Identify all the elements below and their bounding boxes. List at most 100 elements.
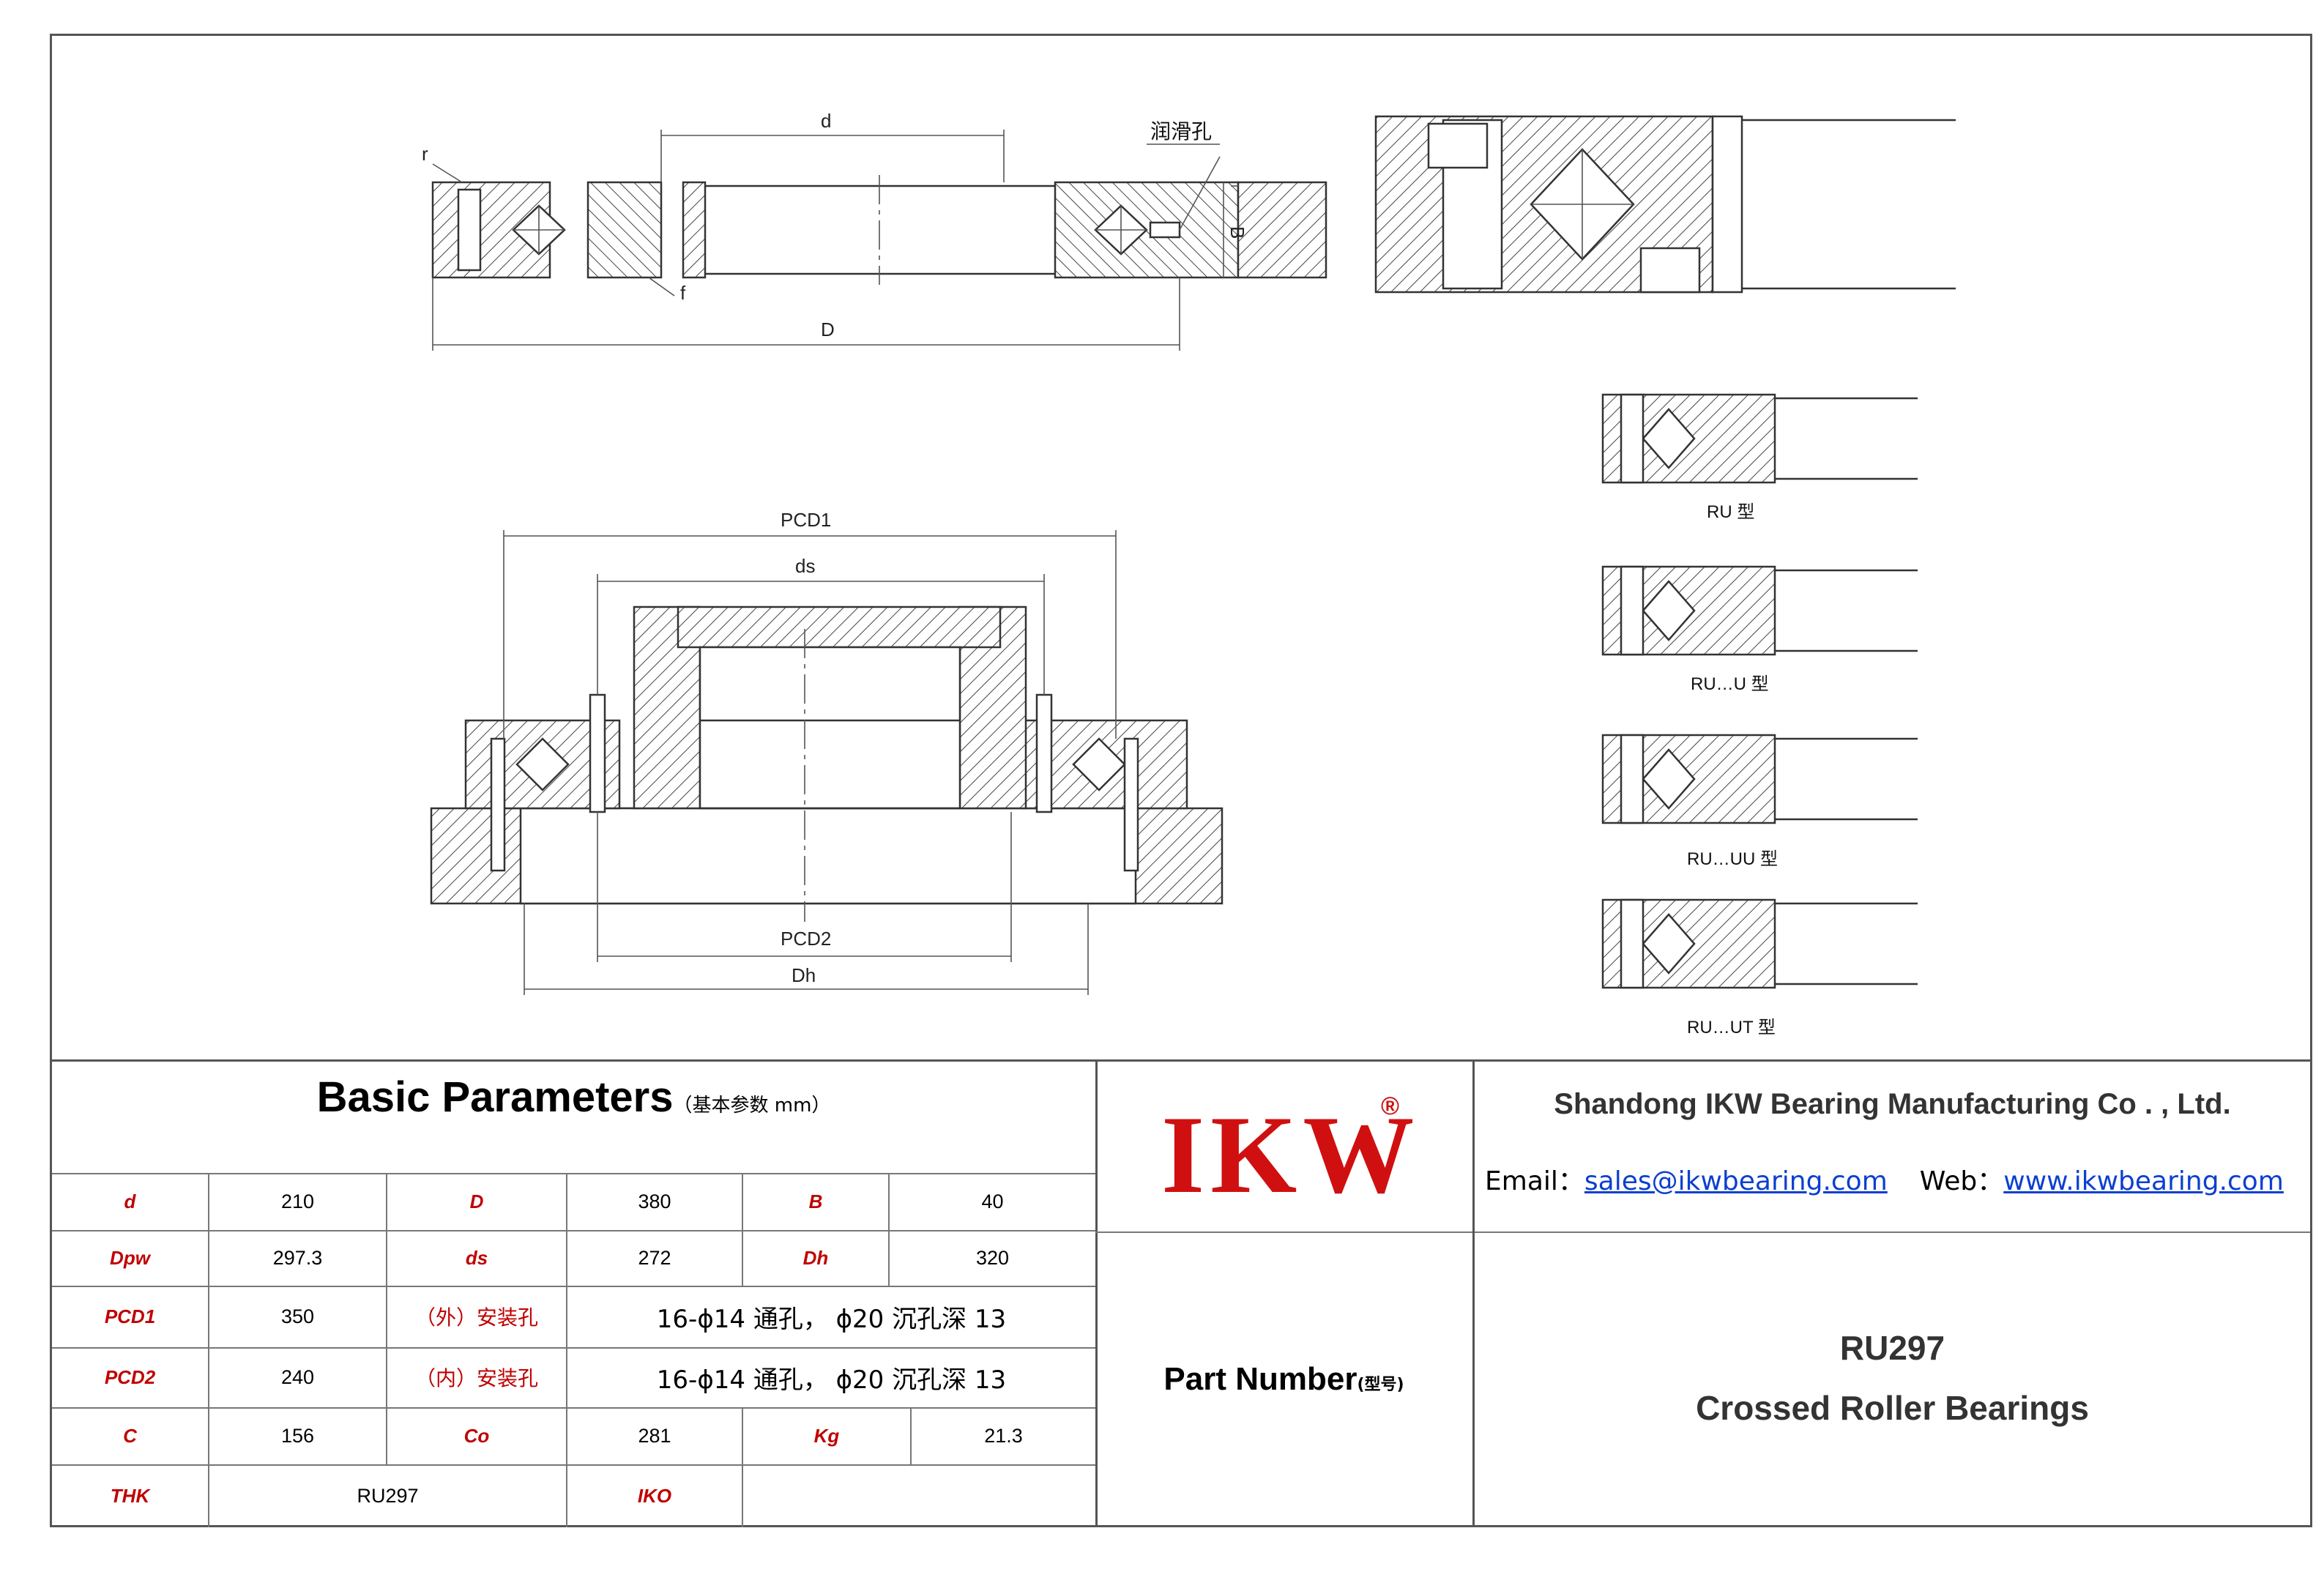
mounting-hole-label: （外）安装孔 [414,1305,538,1330]
param-cell: Co [387,1407,567,1464]
param-cell: 21.3 [912,1407,1095,1464]
param-cell: 240 [209,1347,387,1407]
param-value: RU297 [357,1484,419,1507]
param-cell: 156 [209,1407,387,1464]
param-label: PCD2 [104,1365,156,1388]
param-cell: Kg [743,1407,912,1464]
param-label: Co [463,1424,490,1447]
dim-d: d [821,110,831,132]
param-cell: 380 [567,1173,743,1230]
param-cell: PCD1 [52,1286,209,1347]
dim-pcd1: PCD1 [781,509,831,531]
param-cell: ds [387,1230,567,1286]
param-label: Dh [802,1246,829,1269]
param-label: PCD1 [104,1305,156,1327]
param-value: 272 [638,1246,671,1269]
param-cell: 16-ϕ14 通孔， ϕ20 沉孔深 13 [567,1347,1095,1407]
param-label: d [124,1190,136,1212]
detail-view [1374,115,1956,294]
registered-mark: ® [1381,1092,1400,1120]
model-cell: RU297 Crossed Roller Bearings [1475,1231,2310,1527]
param-label: C [123,1424,137,1447]
part-number-cn: (型号) [1357,1376,1404,1394]
params-title-text: Basic Parameters [316,1073,674,1121]
contact-line: Email：sales@ikwbearing.com Web：www.ikwbea… [1485,1160,2284,1198]
param-value: 380 [638,1190,671,1212]
email-link[interactable]: sales@ikwbearing.com [1584,1166,1888,1196]
params-title-note: （基本参数 mm） [673,1095,831,1117]
param-value: 240 [280,1365,315,1388]
param-cell: （内）安装孔 [387,1347,567,1407]
ikw-logo: IKW [1161,1093,1420,1216]
param-cell: 297.3 [209,1230,387,1286]
mounting-hole-spec: 16-ϕ14 通孔， ϕ20 沉孔深 13 [656,1365,1007,1395]
param-label: ds [465,1246,488,1269]
param-row: PCD1 350 （外）安装孔 16-ϕ14 通孔， ϕ20 沉孔深 13 [52,1286,1095,1349]
param-row: C 156 Co 281 Kg 21.3 [52,1407,1095,1466]
param-cell: Dpw [52,1230,209,1286]
variant-label-ru-uu: RU…UU 型 [1687,849,1778,869]
model-description: Crossed Roller Bearings [1696,1389,2089,1427]
dim-D: D [821,318,835,340]
param-cell: 210 [209,1173,387,1230]
param-cell: D [387,1173,567,1230]
param-value: 350 [280,1305,315,1327]
param-label: B [808,1190,823,1212]
mounting-hole-label: （内）安装孔 [414,1366,538,1390]
lube-hole-label: 润滑孔 [1150,120,1212,143]
part-number-label-cell: Part Number(型号) [1095,1231,1475,1527]
email-label: Email： [1485,1166,1584,1196]
param-cell [743,1464,1095,1527]
dim-B: B [1226,226,1248,239]
param-cell: RU297 [209,1464,567,1527]
variant-label-ru-ut: RU…UT 型 [1687,1018,1776,1037]
drawing-sheet: d D B r f 润滑孔 [50,34,2312,1527]
param-cell: 16-ϕ14 通孔， ϕ20 沉孔深 13 [567,1286,1095,1347]
param-cell: 40 [890,1173,1095,1230]
param-cell: IKO [567,1464,743,1527]
dim-r: r [422,143,428,165]
dim-pcd2: PCD2 [781,928,831,950]
param-label: IKO [637,1484,672,1507]
section-view: d D B r f 润滑孔 [422,110,1327,351]
mounting-hole-spec: 16-ϕ14 通孔， ϕ20 沉孔深 13 [656,1304,1007,1334]
param-label: THK [110,1484,150,1507]
param-value: 281 [638,1424,671,1447]
dim-ds: ds [795,555,815,577]
param-cell: Dh [743,1230,890,1286]
variant-label-ru: RU 型 [1707,502,1754,522]
param-cell: B [743,1173,890,1230]
web-label: Web： [1919,1166,2004,1196]
company-name: Shandong IKW Bearing Manufacturing Co . … [1554,1088,2231,1120]
part-number-text: Part Number [1163,1361,1357,1397]
param-cell: 272 [567,1230,743,1286]
param-value: 156 [280,1424,315,1447]
param-cell: （外）安装孔 [387,1286,567,1347]
dim-f: f [680,282,686,304]
variant-label-ru-u: RU…U 型 [1691,674,1769,694]
param-cell: 281 [567,1407,743,1464]
param-value: 40 [981,1190,1004,1212]
param-label: Dpw [110,1246,150,1269]
param-value: 210 [280,1190,315,1212]
dim-dh: Dh [792,964,816,986]
param-cell: d [52,1173,209,1230]
param-cell: C [52,1407,209,1464]
part-number-label: Part Number(型号) [1163,1361,1404,1398]
params-title: Basic Parameters（基本参数 mm） [52,1062,1095,1174]
param-label: Kg [813,1424,840,1447]
param-cell: PCD2 [52,1347,209,1407]
brand-logo-cell: IKW ® [1095,1062,1475,1233]
company-info: Shandong IKW Bearing Manufacturing Co . … [1475,1062,2310,1233]
param-value: 21.3 [984,1424,1023,1447]
param-row: PCD2 240 （内）安装孔 16-ϕ14 通孔， ϕ20 沉孔深 13 [52,1347,1095,1409]
web-link[interactable]: www.ikwbearing.com [2003,1166,2284,1196]
param-row: THK RU297 IKO [52,1464,1095,1527]
param-label: D [469,1190,484,1212]
variant-views: RU 型 RU…U 型 RU…UU 型 [1601,393,1918,1037]
technical-drawing: d D B r f 润滑孔 [52,36,2310,1061]
param-value: 297.3 [272,1246,323,1269]
